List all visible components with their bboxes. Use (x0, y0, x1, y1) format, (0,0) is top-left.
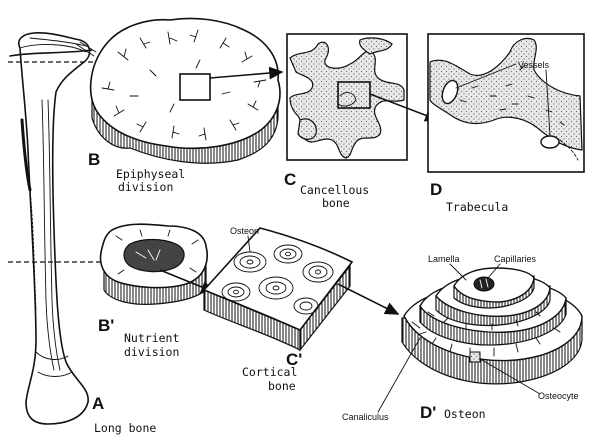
central-canal (473, 276, 495, 292)
marrow-cavity (123, 238, 185, 273)
caption-nutrient: Nutrient (124, 331, 179, 345)
vessels-leader (545, 69, 551, 137)
selection-box-c (337, 81, 371, 109)
canaliculus-leader (377, 337, 421, 413)
selection-box-b (179, 73, 211, 101)
epiphyseal-surface (89, 17, 281, 150)
capillary-strands (479, 278, 489, 289)
vessel-opening (540, 135, 560, 149)
label-lamella: Lamella (428, 254, 460, 264)
cancellous-bone-figure: C Cancellous bone (284, 33, 408, 210)
cancellous-vessel (337, 92, 357, 107)
label-capillaries: Capillaries (494, 254, 537, 264)
condyle-line (35, 351, 69, 360)
osteon-leader (247, 235, 251, 253)
panel-letter-d: D (430, 180, 442, 199)
panel-letter-c: C (284, 170, 296, 189)
top-cord (9, 49, 93, 57)
vessel-opening (441, 79, 459, 105)
trabecula-body (429, 37, 583, 151)
arrow-c-to-d (369, 93, 440, 122)
long-bone-figure: A Long bone (9, 32, 156, 435)
epiphysis-line (29, 37, 87, 47)
condyle-line (37, 371, 73, 377)
caption-trabecula: Trabecula (446, 200, 508, 214)
long-bone-outline (18, 32, 91, 425)
nutrient-vessel-branch (29, 189, 37, 311)
panel-letter-b: B (88, 150, 100, 169)
caption-cancellous: Cancellous (300, 183, 369, 197)
panel-letter-a: A (92, 394, 104, 413)
osteocyte-leader (481, 359, 541, 395)
panel-letter-d-prime: D' (420, 403, 436, 422)
canaliculi (411, 311, 561, 357)
marrow-vessels (135, 249, 161, 261)
epiphyseal-division-figure: B Epiphyseal division (88, 17, 281, 194)
label-canaliculus: Canaliculus (342, 412, 389, 422)
trabecula-lacunae (459, 65, 565, 126)
osteon-rings (221, 244, 334, 315)
vessels-leader (455, 63, 517, 89)
nutrient-vessel (20, 118, 32, 192)
capillaries-leader (487, 263, 501, 279)
vessel-branch (559, 139, 579, 161)
arrow-c-prime-to-d-prime (337, 283, 400, 315)
caption-division-b-prime: division (124, 345, 179, 359)
caption-bone-c: bone (322, 196, 350, 210)
caption-division: division (118, 180, 173, 194)
trabecular-network (289, 41, 405, 159)
caption-osteon: Osteon (444, 407, 486, 421)
top-cord-end (75, 41, 97, 57)
nutrient-division-figure: B' Nutrient division (98, 223, 208, 359)
caption-cortical: Cortical (242, 365, 297, 379)
cortical-bone-figure: Osteon C' Cortical bone (202, 226, 354, 393)
caption-long-bone: Long bone (94, 421, 156, 435)
trabecula-fragment (297, 118, 317, 140)
arrow-b-to-c (209, 66, 284, 80)
lamella-leader (449, 263, 467, 281)
marrow-canal (47, 99, 61, 371)
caption-bone-c-prime: bone (268, 379, 296, 393)
osteon-figure: Lamella Capillaries Osteocyte Canaliculu… (342, 254, 583, 422)
epiphysis-line (19, 44, 87, 53)
label-osteon: Osteon (230, 226, 259, 236)
trabecula-fragment (359, 37, 393, 55)
label-osteocyte: Osteocyte (538, 391, 579, 401)
label-vessels: Vessels (518, 60, 550, 70)
epiphyseal-texture (101, 29, 267, 141)
nutrient-texture (115, 229, 199, 275)
panel-letter-b-prime: B' (98, 316, 114, 335)
trabecula-figure: Vessels D Trabecula (427, 33, 585, 214)
marrow-canal (41, 99, 55, 371)
caption-epiphyseal: Epiphyseal (116, 167, 185, 181)
osteocyte-cell (469, 351, 481, 363)
panel-letter-c-prime: C' (286, 350, 302, 369)
